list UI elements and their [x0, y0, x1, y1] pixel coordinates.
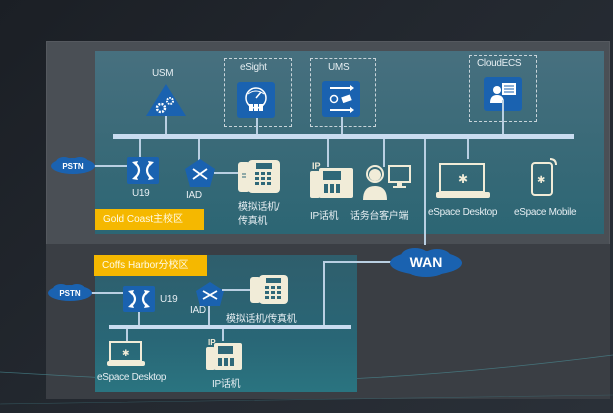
branch-ip-badge: IP [208, 338, 216, 347]
ums-link [341, 117, 343, 134]
iad-router-icon [185, 159, 215, 187]
ip-badge: IP [312, 161, 321, 171]
usm-link [165, 116, 167, 134]
branch-u19-link [138, 312, 140, 325]
console-label: 话务台客户端 [350, 211, 409, 222]
branch-pstn-label: PSTN [59, 288, 81, 298]
wan-label: WAN [409, 254, 443, 270]
pstn-label: PSTN [62, 161, 84, 171]
espace-desktop-label: eSpace Desktop [428, 207, 498, 218]
branch-u19-switch-icon [123, 286, 155, 312]
ip-phone-label: IP话机 [310, 211, 339, 222]
branch-laptop-icon: ✱ [107, 341, 145, 366]
branch-iad-label: IAD [190, 305, 206, 316]
hq-site-tag: Gold Coast主校区 [95, 209, 204, 230]
esight-link [256, 118, 258, 134]
iad-label: IAD [186, 190, 202, 201]
iad-phone-link [214, 172, 238, 174]
branch-espace-desktop-label: eSpace Desktop [97, 372, 167, 383]
ip-phone-link [327, 139, 329, 167]
branch-ip-phone-icon: IP [206, 338, 242, 370]
branch-pstn-cloud-icon: PSTN [47, 284, 93, 302]
branch-network-bus [109, 325, 351, 329]
cloudecs-link [502, 100, 504, 134]
branch-wan-link-h [323, 261, 391, 263]
branch-iad-phone-link [222, 289, 250, 291]
wan-cloud-icon: WAN [389, 247, 463, 277]
esight-dashed-box [224, 58, 292, 127]
branch-analog-phone-icon [250, 275, 288, 304]
ip-phone-icon: IP [310, 161, 353, 198]
branch-iad-link [208, 306, 210, 326]
pstn-u19-link [94, 165, 128, 167]
u19-label: U19 [132, 188, 150, 199]
branch-analog-phone-label: 模拟话机/传真机 [226, 314, 297, 325]
ums-label: UMS [328, 62, 350, 73]
ums-dashed-box [310, 58, 376, 127]
analog-phone-label-line2: 传真机 [238, 216, 268, 227]
svg-text:✱: ✱ [537, 175, 545, 186]
branch-wan-link-v [323, 261, 325, 326]
espace-desktop-link [467, 139, 469, 159]
svg-text:✱: ✱ [122, 349, 130, 359]
branch-site-tag: Coffs Harbor分校区 [94, 255, 207, 276]
branch-espace-link [126, 329, 128, 341]
ums-messaging-icon [322, 81, 360, 117]
hq-network-bus [113, 134, 574, 139]
hq-wan-link [424, 139, 426, 245]
operator-console-icon [363, 165, 411, 200]
cloudecs-label: CloudECS [477, 58, 522, 69]
analog-phone-fax-icon [238, 160, 280, 193]
branch-iad-router-icon [196, 282, 224, 306]
u19-switch-icon [127, 157, 159, 184]
branch-u19-label: U19 [160, 294, 178, 305]
esight-label: eSight [240, 62, 267, 73]
u19-link [139, 139, 141, 159]
svg-text:✱: ✱ [458, 172, 468, 186]
branch-ip-phone-label: IP话机 [212, 379, 241, 390]
iad-link [198, 139, 200, 161]
branch-ip-phone-link [222, 329, 224, 341]
laptop-icon: ✱ [436, 163, 490, 198]
mobile-phone-icon: ✱ [531, 158, 557, 196]
usm-gears-icon [146, 84, 186, 116]
branch-pstn-u19-link [91, 292, 123, 294]
esight-dashboard-icon [237, 82, 275, 118]
usm-label: USM [152, 68, 174, 79]
pstn-cloud-icon: PSTN [50, 157, 96, 175]
console-link [383, 139, 385, 167]
analog-phone-label-line1: 模拟话机/ [238, 202, 280, 213]
espace-mobile-label: eSpace Mobile [514, 207, 577, 218]
